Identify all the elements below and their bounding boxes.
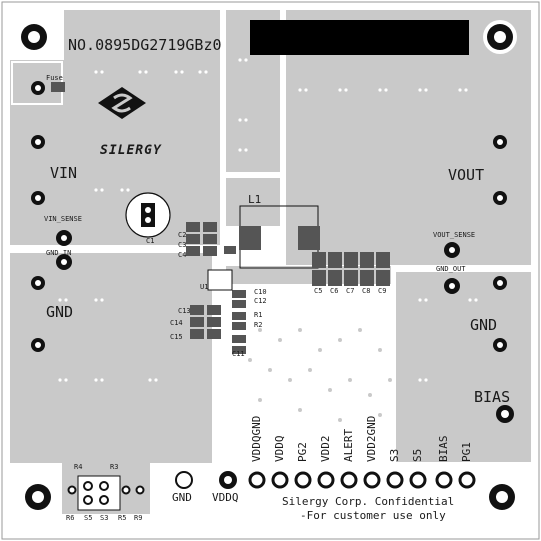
designator-r1: R1 xyxy=(254,311,263,319)
part-number: NO.0895DG2719GBz0 xyxy=(68,36,222,54)
inductor-label: L1 xyxy=(248,193,262,206)
jumper-label-s5: S5 xyxy=(84,514,93,522)
designator-r4: R4 xyxy=(74,463,83,471)
pin-label-s3: S3 xyxy=(388,448,401,462)
designator-c2: C2 xyxy=(178,231,187,239)
output-cap-bank xyxy=(312,252,390,286)
fuse-footprint xyxy=(51,82,65,92)
designator-c14: C14 xyxy=(170,319,183,327)
vout-label: VOUT xyxy=(448,166,485,184)
pin-label-pg1: PG1 xyxy=(460,442,473,462)
designator-c10: C10 xyxy=(254,288,267,296)
vin-sense-label: VIN_SENSE xyxy=(44,215,82,223)
designator-c13: C13 xyxy=(178,307,191,315)
designator-c9: C9 xyxy=(378,287,387,295)
designator-c15: C15 xyxy=(170,333,183,341)
brand-name: SILERGY xyxy=(100,143,162,158)
fuse-label: Fuse xyxy=(46,74,63,82)
pin-label-vdd2gnd: VDD2GND xyxy=(365,415,378,462)
inductor-l1 xyxy=(239,205,320,269)
pin-label-vddq: VDDQ xyxy=(273,435,286,463)
vout-sense-label: VOUT_SENSE xyxy=(433,231,476,239)
confidential-line-2: -For customer use only xyxy=(300,509,446,522)
designator-c8: C8 xyxy=(362,287,371,295)
gnd-in-label: GND_IN xyxy=(46,249,72,257)
confidential-line-1: Silergy Corp. Confidential xyxy=(282,495,455,508)
designator-c5: C5 xyxy=(314,287,323,295)
input-cap-pads xyxy=(186,222,246,354)
pin-label-alert: ALERT xyxy=(342,428,355,462)
gnd-out-label: GND_OUT xyxy=(436,265,466,273)
pin-label-vdd2: VDD2 xyxy=(319,435,332,463)
jumper-label-r5: R5 xyxy=(118,514,127,522)
designator-c4: C4 xyxy=(178,251,187,259)
via-fields xyxy=(58,58,478,382)
designator-c6: C6 xyxy=(330,287,339,295)
gnd-pin-label: GND xyxy=(172,491,192,504)
designator-c3: C3 xyxy=(178,241,187,249)
redaction-bar xyxy=(250,20,469,55)
mounting-holes xyxy=(17,20,519,514)
gnd-right-label: GND xyxy=(470,316,498,334)
header-pins xyxy=(175,471,476,489)
designator-c1: C1 xyxy=(146,237,155,245)
test-points xyxy=(31,81,514,423)
designator-c7: C7 xyxy=(346,287,355,295)
silergy-logo xyxy=(98,87,146,119)
designator-r3: R3 xyxy=(110,463,119,471)
pin-label-vddqgnd: VDDQGND xyxy=(250,415,263,462)
pin-label-pg2: PG2 xyxy=(296,442,309,462)
designator-c11: C11 xyxy=(232,350,245,358)
pin-label-s5: S5 xyxy=(411,448,424,462)
vin-label: VIN xyxy=(50,164,78,182)
vddq-pin-label: VDDQ xyxy=(212,491,239,504)
jumper-label-s3: S3 xyxy=(100,514,109,522)
gnd-left-label: GND xyxy=(46,303,74,321)
bias-label: BIAS xyxy=(474,388,511,406)
scatter-vias xyxy=(248,328,412,422)
designator-u1: U1 xyxy=(200,283,209,291)
pin-label-bias: BIAS xyxy=(437,435,450,463)
jumper-label-r9: R9 xyxy=(134,514,143,522)
jumper-label-r6: R6 xyxy=(66,514,75,522)
jumper-block xyxy=(62,462,150,514)
designator-c12: C12 xyxy=(254,297,267,305)
designator-r2: R2 xyxy=(254,321,263,329)
